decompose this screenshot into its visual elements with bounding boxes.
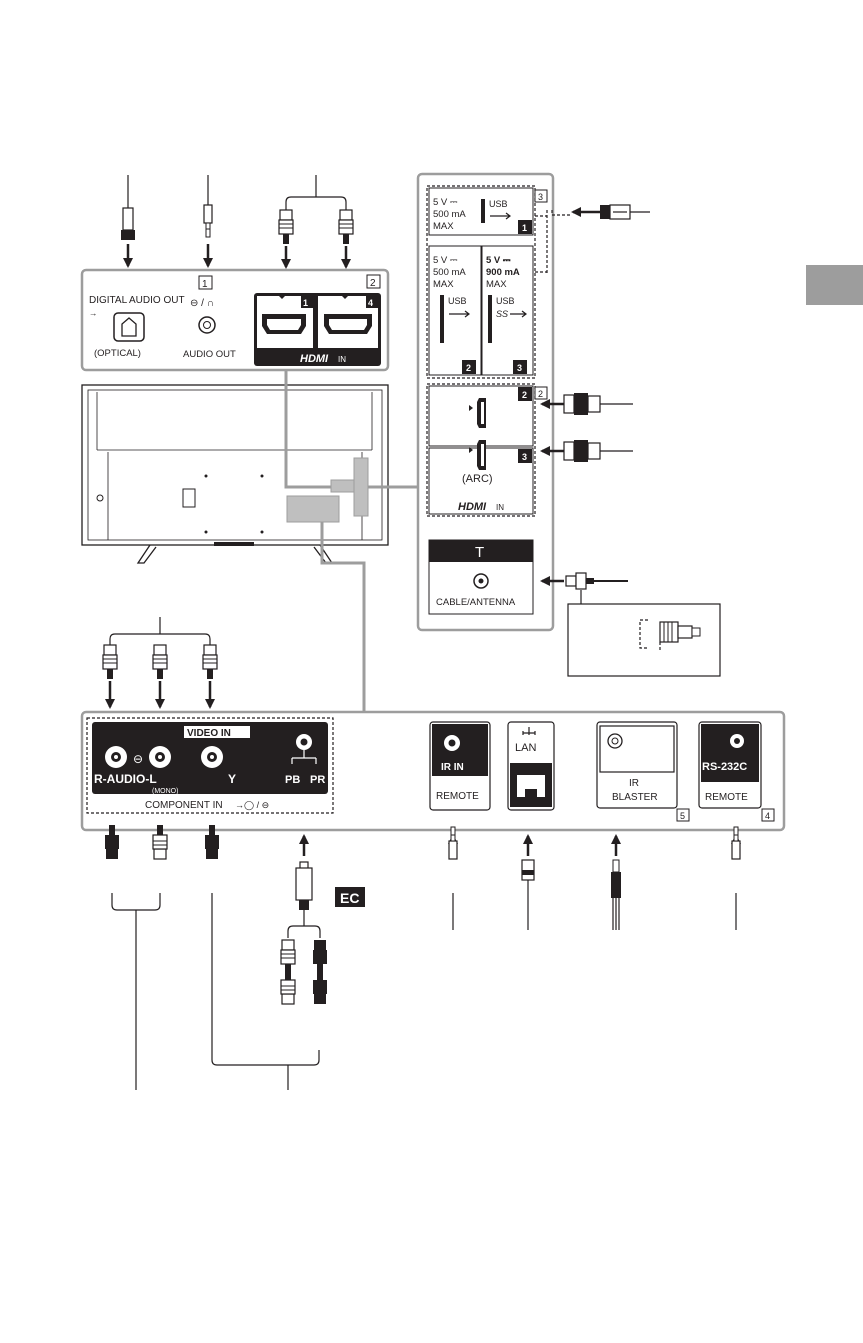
chapter-tab bbox=[806, 265, 863, 305]
composite-cable-top bbox=[103, 617, 217, 707]
audio-label: R-AUDIO-L bbox=[94, 772, 157, 786]
video-in-label: VIDEO IN bbox=[187, 728, 231, 739]
usb2-current: 500 mA bbox=[433, 267, 466, 278]
blaster-label: BLASTER bbox=[612, 792, 658, 803]
usb-plug-icon bbox=[600, 205, 630, 219]
rca-plug-icon bbox=[281, 970, 295, 1004]
usb2-max: MAX bbox=[433, 279, 454, 290]
pr-label: PR bbox=[310, 774, 325, 786]
hdmi-plug-icon bbox=[339, 210, 353, 244]
usb2-power: 5 V ⎓ bbox=[433, 255, 458, 266]
svg-text:→: → bbox=[89, 308, 98, 318]
cable-antenna-label: CABLE/ANTENNA bbox=[436, 597, 516, 608]
rs232c-badge: 4 bbox=[765, 811, 770, 821]
lan-label: LAN bbox=[515, 742, 536, 754]
side-hdmi-group-badge: 2 bbox=[538, 389, 543, 399]
optical-label: (OPTICAL) bbox=[94, 348, 141, 359]
hdmi-in-label-top: IN bbox=[338, 355, 346, 364]
audio-out-badge: 1 bbox=[202, 279, 208, 290]
hdmi3-number: 3 bbox=[522, 452, 527, 462]
usb1-current: 500 mA bbox=[433, 209, 466, 220]
ir-blaster-jack-icon bbox=[608, 734, 622, 748]
hdmi-port-4-number: 4 bbox=[368, 298, 373, 308]
coax-plug-icon bbox=[566, 573, 594, 589]
y-label: Y bbox=[228, 772, 236, 786]
mono-label: (MONO) bbox=[152, 788, 178, 795]
hdmi-port-1-icon bbox=[262, 314, 306, 334]
usb1-label: USB bbox=[489, 199, 508, 209]
hdmi-in-label-side: IN bbox=[496, 503, 504, 512]
ir-blaster-plug-icon bbox=[611, 860, 621, 898]
side-hdmi-plug-icon bbox=[564, 393, 600, 415]
hdmi-logo-top: HDMI bbox=[300, 353, 329, 365]
top-connector-panel: DIGITAL AUDIO OUT → (OPTICAL) 1 ⊖ / ∩ AU… bbox=[82, 270, 388, 370]
svg-text:→◯ / ⊖: →◯ / ⊖ bbox=[235, 800, 269, 811]
component-in-label: COMPONENT IN bbox=[145, 800, 223, 811]
adapter-rca-socket-icon bbox=[281, 940, 295, 974]
side-connector-panel: 3 5 V ⎓ 500 mA MAX USB 1 5 V ⎓ 500 mA MA… bbox=[418, 174, 553, 630]
pb-label: PB bbox=[285, 774, 300, 786]
audio-out-label: AUDIO OUT bbox=[183, 349, 236, 360]
bottom-cables bbox=[105, 825, 740, 1090]
ec-badge-label: EC bbox=[340, 890, 359, 906]
usb3-power: 5 V ⎓ bbox=[486, 255, 511, 266]
rs232c-remote-label: REMOTE bbox=[705, 792, 748, 803]
ir-in-plug-icon bbox=[449, 827, 457, 859]
usb3-label: USB bbox=[496, 296, 515, 306]
tv-back-illustration bbox=[82, 385, 388, 563]
arc-label: (ARC) bbox=[462, 473, 493, 485]
ir-blaster-badge: 5 bbox=[680, 811, 685, 821]
rca-plug-icon bbox=[313, 970, 327, 1004]
usb1-power: 5 V ⎓ bbox=[433, 197, 458, 208]
top-cables bbox=[121, 175, 353, 267]
svg-text:⊖: ⊖ bbox=[133, 752, 143, 766]
rs232c-label: RS-232C bbox=[702, 761, 747, 773]
headphone-symbol: ⊖ / ∩ bbox=[190, 298, 214, 309]
hdmi-port-1-number: 1 bbox=[303, 298, 308, 308]
side-cables bbox=[535, 205, 720, 676]
usb2-label: USB bbox=[448, 296, 467, 306]
audio-out-plug-icon bbox=[204, 205, 212, 237]
usb3-current: 900 mA bbox=[486, 267, 520, 278]
rca-plug-icon bbox=[153, 645, 167, 679]
usb1-number: 1 bbox=[522, 223, 527, 233]
usb3-ss-label: SS bbox=[496, 309, 508, 319]
ir-label: IR bbox=[629, 778, 639, 789]
bottom-connector-panel: VIDEO IN ⊖ R-AUDIO-L (MONO) Y PB PR COMP… bbox=[82, 712, 784, 830]
hdmi-port-4-icon bbox=[324, 314, 372, 334]
side-hdmi-plug-icon bbox=[564, 440, 600, 462]
optical-plug-icon bbox=[121, 208, 135, 240]
rs232c-plug-icon bbox=[732, 827, 740, 859]
usb-group-badge: 3 bbox=[538, 192, 543, 202]
hdmi-logo-side: HDMI bbox=[458, 501, 487, 513]
adapter-rca-socket-icon bbox=[313, 940, 327, 974]
usb3-number: 3 bbox=[517, 363, 522, 373]
rca-plug-icon bbox=[203, 645, 217, 679]
coax-detail-inset bbox=[568, 604, 720, 676]
usb2-number: 2 bbox=[466, 363, 471, 373]
hdmi2-number: 2 bbox=[522, 390, 527, 400]
ir-in-label: IR IN bbox=[441, 762, 464, 773]
hdmi-group-badge: 2 bbox=[370, 278, 376, 289]
ir-in-remote-label: REMOTE bbox=[436, 791, 479, 802]
antenna-icon: T bbox=[475, 544, 484, 561]
hdmi-plug-icon bbox=[279, 210, 293, 244]
lan-plug-icon bbox=[522, 860, 534, 880]
rca-plug-icon bbox=[103, 645, 117, 679]
optical-port-icon bbox=[114, 313, 144, 341]
usb3-max: MAX bbox=[486, 279, 507, 290]
usb1-max: MAX bbox=[433, 221, 454, 232]
digital-audio-out-label: DIGITAL AUDIO OUT bbox=[89, 295, 185, 306]
